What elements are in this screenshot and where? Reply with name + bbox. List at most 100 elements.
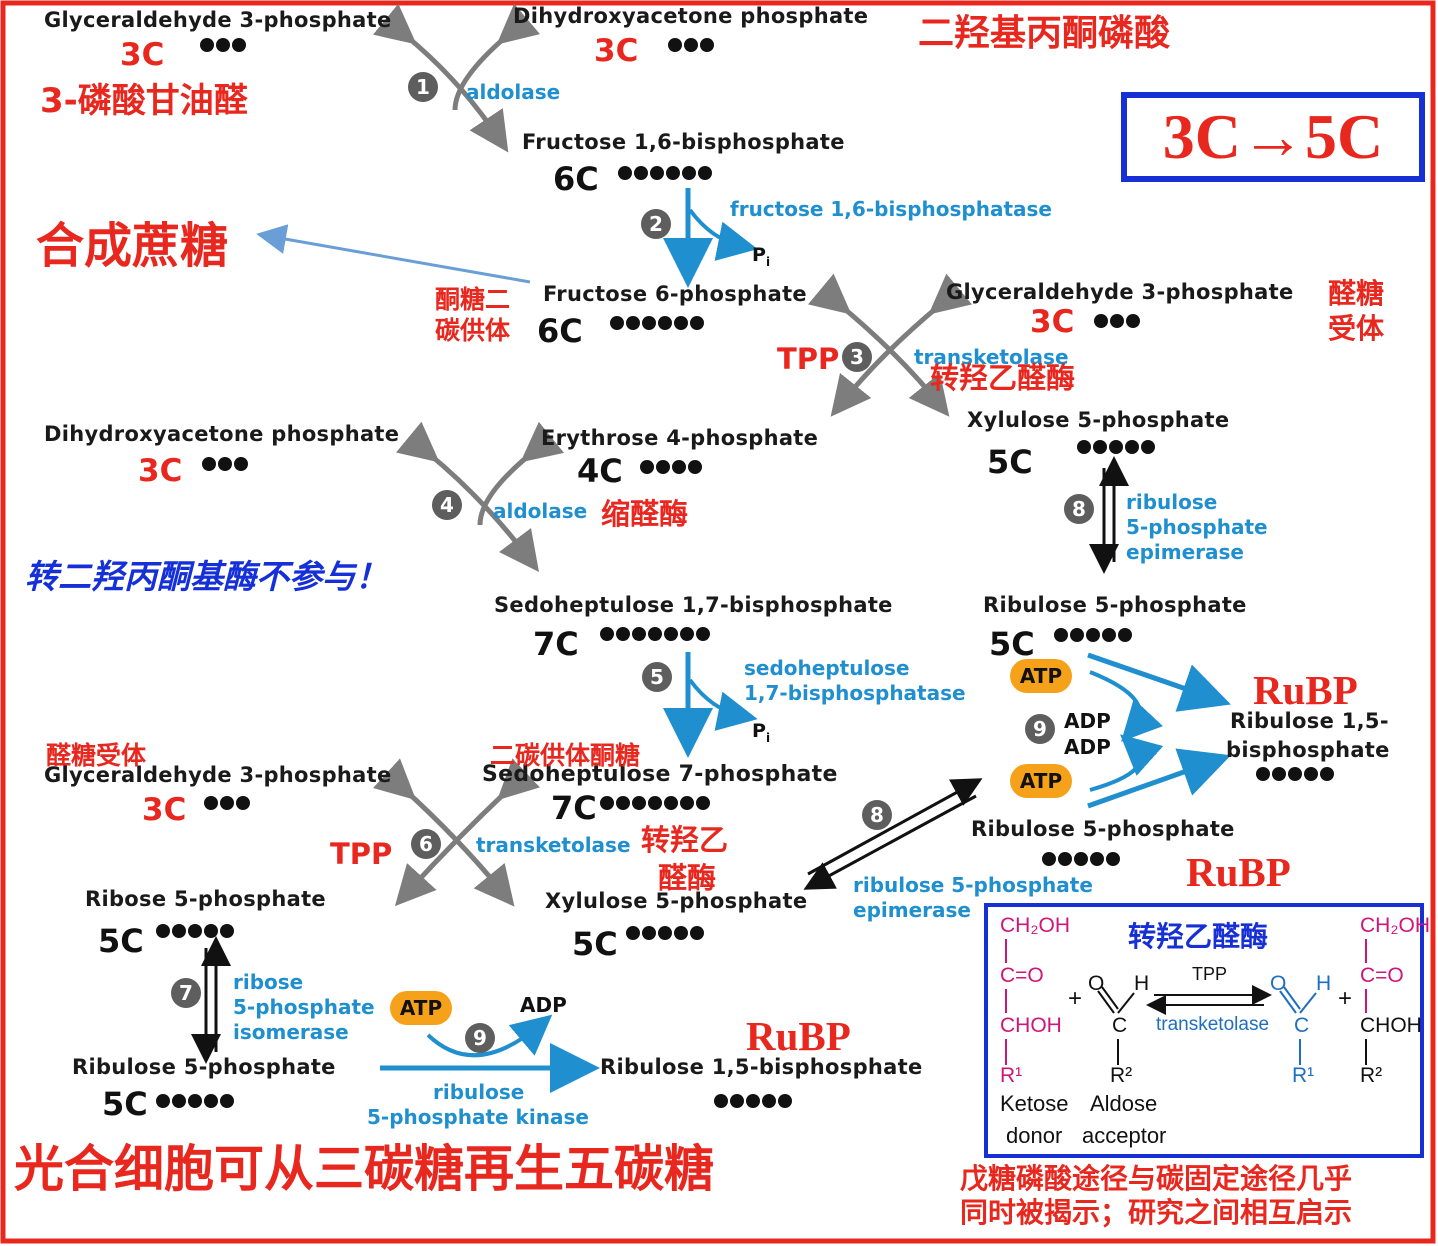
note-sucrose: 合成蔗糖	[36, 218, 229, 274]
adp-label: ADP	[1064, 709, 1111, 733]
caption-ketose: Ketose	[1000, 1091, 1069, 1116]
product-ch2oh: CH₂OH	[1360, 914, 1430, 937]
title-text: 3C→5C	[1162, 101, 1384, 172]
g3p-mid-chain	[1094, 314, 1142, 328]
title-box: 3C→5C	[1121, 92, 1425, 182]
step2-pi-arrow	[688, 208, 758, 261]
compound-ru5p-low: Ribulose 5-phosphate	[72, 1055, 336, 1079]
reaction-tpp: TPP	[1192, 964, 1228, 984]
g3p-low-chain	[204, 796, 252, 810]
transketolase-reaction-box: CH₂OH C=O CHOH R¹ + O H C R² 转羟乙醛酶 TPP t…	[984, 903, 1430, 1158]
carbon-dhap-top: 3C	[594, 33, 639, 69]
plus-1: +	[1068, 985, 1083, 1012]
sucrose-arrow	[256, 224, 531, 284]
carbon-g3p-top: 3C	[120, 37, 165, 73]
caption-acceptor: acceptor	[1082, 1123, 1167, 1148]
note-g3p-zh: 3-磷酸甘油醛	[40, 81, 248, 121]
compound-xu5p-mid: Xylulose 5-phosphate	[967, 408, 1230, 432]
enzyme-sbpase-l1: sedoheptulose	[744, 656, 910, 680]
tpp-label-3: TPP	[777, 342, 840, 376]
carbon-g3p-mid: 3C	[1030, 304, 1075, 340]
footnote: 戊糖磷酸途径与碳固定途径几乎同时被揭示；研究之间相互启示	[960, 1162, 1353, 1229]
step5-pi-arrow	[688, 678, 758, 731]
compound-rubp-right-2: bisphosphate	[1226, 738, 1390, 762]
acceptor-o: O	[1088, 972, 1105, 995]
compound-g3p-mid: Glyceraldehyde 3-phosphate	[946, 280, 1294, 304]
step7-arrows	[191, 936, 231, 1064]
step-badge: 8	[862, 800, 892, 830]
donor-ch2oh: CH₂OH	[1000, 914, 1070, 937]
product-r1: R¹	[1292, 1064, 1315, 1087]
enzyme-epimerase-8-l3: epimerase	[1126, 540, 1244, 564]
note-dhap-zh: 二羟基丙酮磷酸	[918, 13, 1171, 54]
step-badge: 5	[642, 662, 672, 692]
enzyme-epimerase-8-l2: 5-phosphate	[1126, 515, 1268, 539]
e4p-chain	[640, 460, 704, 474]
compound-rubp-bottom: Ribulose 1,5-bisphosphate	[600, 1055, 923, 1079]
enzyme-transketolase-6: transketolase	[476, 833, 631, 857]
step8-lower-arrows	[803, 778, 983, 890]
rubp-label: RuBP	[1253, 667, 1358, 713]
step8-upper-arrows	[1089, 456, 1129, 574]
caption-donor: donor	[1006, 1123, 1063, 1148]
carbon-r5p: 5C	[98, 922, 144, 960]
enzyme-aldolase-4: aldolase	[493, 499, 588, 523]
step-badge: 8	[1064, 494, 1094, 524]
atp-badge: ATP	[1010, 764, 1072, 798]
carbon-xu5p-mid: 5C	[987, 443, 1033, 481]
note-ketose-donor: 酮糖二碳供体	[435, 285, 511, 346]
carbon-ru5p-low: 5C	[102, 1085, 148, 1123]
xu5p-low-chain	[626, 926, 706, 940]
compound-e4p: Erythrose 4-phosphate	[541, 426, 819, 450]
rubp-label: RuBP	[746, 1013, 851, 1059]
carbon-fbp: 6C	[553, 160, 599, 198]
compound-f6p: Fructose 6-phosphate	[543, 282, 807, 306]
note-aldose-acceptor-low: 醛糖受体	[46, 741, 147, 770]
enzyme-aldolase-1: aldolase	[466, 80, 561, 104]
caption-aldose: Aldose	[1090, 1091, 1158, 1116]
atp-badge: ATP	[390, 991, 452, 1025]
note-not-involved: 转二羟丙酮基酶不参与！	[25, 557, 388, 596]
step9-bottom-adp-arrow	[426, 1014, 553, 1058]
g3p-top-chain	[200, 38, 248, 52]
step6-arrows	[373, 758, 540, 907]
carbon-e4p: 4C	[577, 452, 623, 490]
rubp-right-chain	[1256, 767, 1336, 781]
step-badge: 1	[408, 72, 438, 102]
rubp-label: RuBP	[1186, 849, 1291, 895]
enzyme-fbpase: fructose 1,6-bisphosphatase	[730, 197, 1052, 221]
compound-r5p: Ribose 5-phosphate	[85, 887, 326, 911]
dhap-mid-chain	[202, 457, 250, 471]
donor-choh: CHOH	[1000, 1014, 1062, 1037]
product-o: O	[1270, 972, 1287, 995]
step-badge: 2	[641, 209, 671, 239]
note-aldose-acceptor: 醛糖受体	[1328, 277, 1385, 345]
product-carbonyl: C=O	[1360, 964, 1404, 987]
enzyme-kinase-l1: ribulose	[433, 1080, 525, 1104]
donor-r1: R¹	[1000, 1064, 1023, 1087]
ru5p-mid-chain	[1054, 628, 1134, 642]
carbon-s7p: 7C	[551, 789, 597, 827]
compound-dhap-top: Dihydroxyacetone phosphate	[513, 4, 869, 28]
acceptor-h: H	[1134, 972, 1150, 995]
enzyme-isomerase-l1: ribose	[233, 970, 304, 994]
donor-carbonyl: C=O	[1000, 964, 1044, 987]
atp-badge: ATP	[1010, 659, 1072, 693]
fbp-chain	[618, 166, 714, 180]
ru5p-low-chain	[156, 1094, 236, 1108]
enzyme-transketolase-3: transketolase	[914, 345, 1069, 369]
note-transketolase-zh: 转羟乙醛酶	[930, 361, 1076, 395]
enzyme-isomerase-l3: isomerase	[233, 1020, 349, 1044]
dhap-top-chain	[668, 38, 716, 52]
compound-sbp: Sedoheptulose 1,7-bisphosphate	[494, 593, 893, 617]
enzyme-epimerase-8-l1: ribulose	[1126, 490, 1218, 514]
adp-label: ADP	[520, 993, 567, 1017]
compound-s7p: Sedoheptulose 7-phosphate	[482, 762, 838, 787]
enzyme-isomerase-l2: 5-phosphate	[233, 995, 375, 1019]
s7p-chain	[600, 796, 712, 810]
step4-arrows	[395, 421, 565, 572]
carbon-xu5p-low: 5C	[572, 925, 618, 963]
